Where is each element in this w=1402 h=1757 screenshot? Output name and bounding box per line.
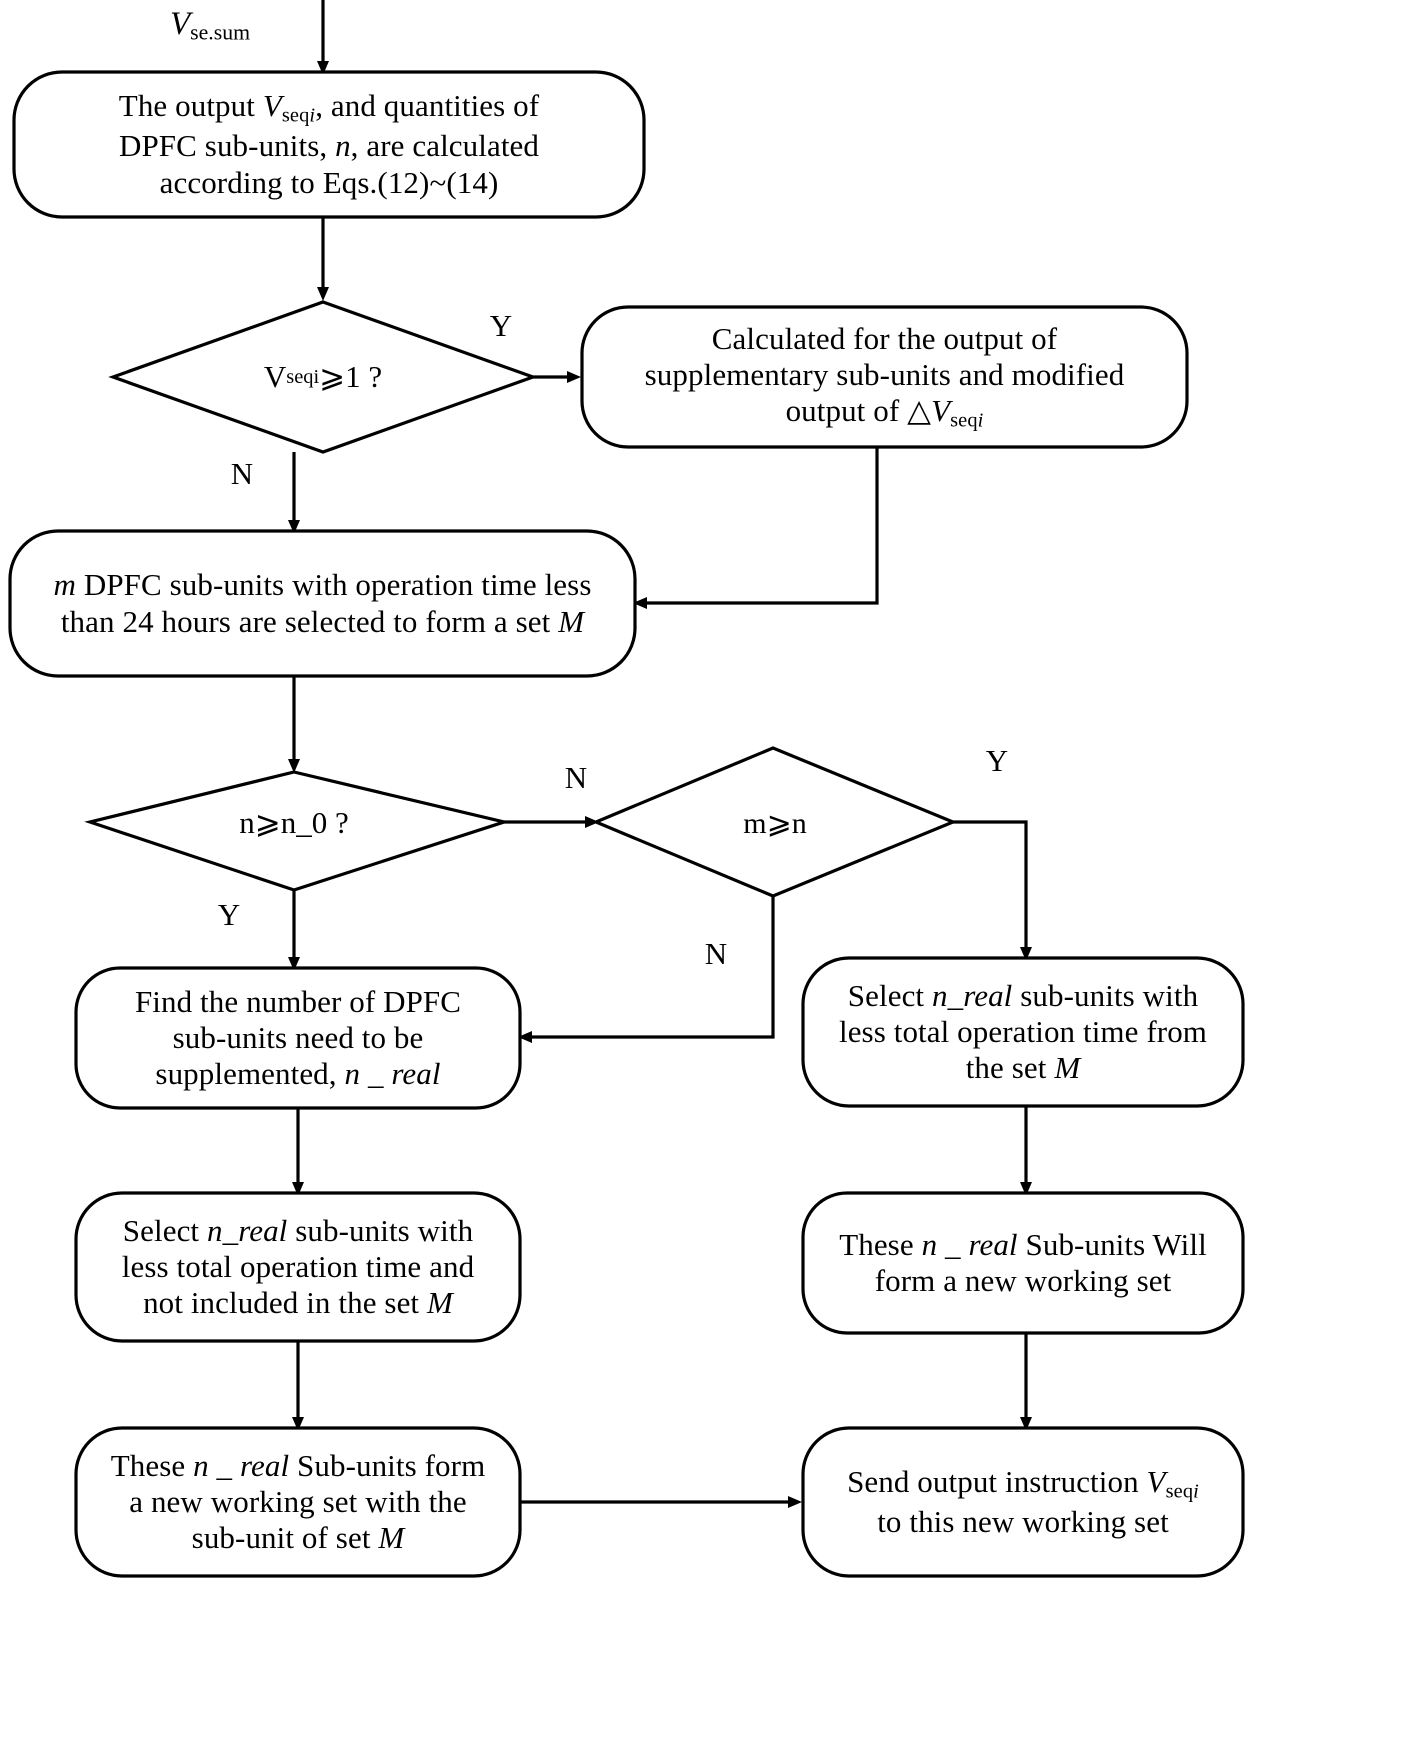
node-form-new-working-set-process[interactable] xyxy=(801,1191,1245,1335)
node-form-set-m-process[interactable] xyxy=(8,529,637,678)
node-calc-output-process[interactable] xyxy=(12,70,646,219)
edge-label-m-yes: Y xyxy=(985,743,1009,778)
edge-label-n-yes: Y xyxy=(217,897,241,932)
edge-label-n-no: N xyxy=(564,760,588,795)
edge-label-vseqi-no: N xyxy=(230,456,254,491)
node-send-output-instruction-process[interactable] xyxy=(801,1426,1245,1578)
node-select-nreal-from-m-process[interactable] xyxy=(801,956,1245,1108)
edge-m-yes xyxy=(953,820,1032,961)
decision-n-text: n⩾n_0 ? xyxy=(239,805,349,840)
node-find-number-process[interactable] xyxy=(74,966,522,1110)
node-decision-vseqi[interactable] xyxy=(108,300,538,454)
input-variable-label: Vse.sum xyxy=(170,6,251,45)
node-select-nreal-not-in-m-process[interactable] xyxy=(74,1191,522,1343)
edge-m-no xyxy=(518,896,775,1043)
node-form-working-set-with-m-process[interactable] xyxy=(74,1426,522,1578)
node-supplementary-output-process[interactable] xyxy=(580,305,1189,449)
edge-supplementary-to-setm xyxy=(633,447,879,609)
decision-m-text: m⩾n xyxy=(743,806,807,840)
edge-label-vseqi-yes: Y xyxy=(489,308,513,343)
edge-label-m-no: N xyxy=(704,936,728,971)
